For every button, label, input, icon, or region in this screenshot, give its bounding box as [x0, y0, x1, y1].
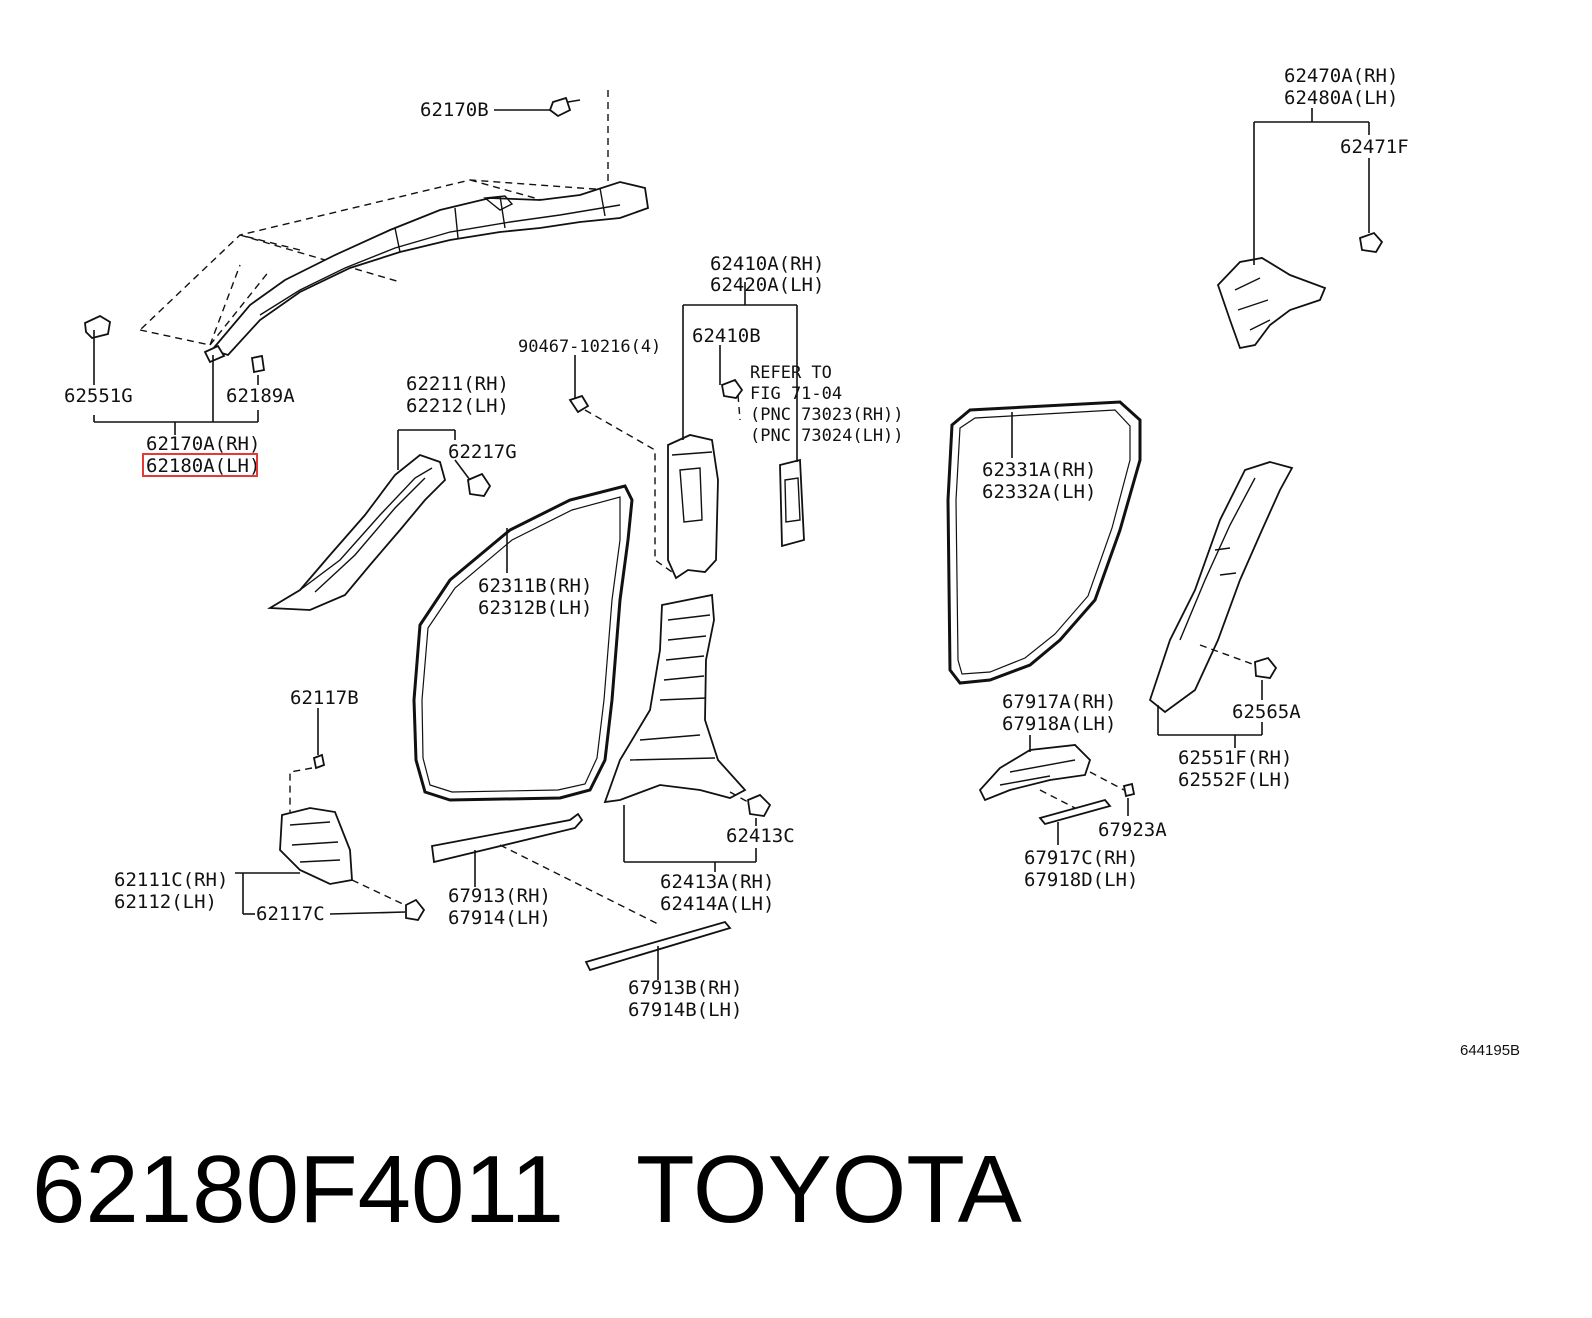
a-pillar-leaders: [93, 109, 550, 435]
label-67917c: 67917C(RH): [1024, 847, 1138, 869]
label-62180a: 62180A(LH): [146, 455, 260, 477]
front-scuff-plate-leaders: [474, 850, 659, 980]
label-62312b: 62312B(LH): [478, 597, 592, 619]
label-62410a: 62410A(RH): [710, 253, 824, 275]
refer-line-4: (PNC 73024(LH)): [750, 426, 904, 446]
quarter-trim-lower-leaders: [1157, 680, 1263, 748]
b-pillar-upper-drawing: [568, 378, 805, 580]
label-90467: 90467-10216(4): [518, 337, 661, 357]
label-62112: 62112(LH): [114, 891, 217, 913]
label-62471f: 62471F: [1340, 136, 1409, 158]
rear-door-weatherstrip-drawing: [946, 400, 1142, 685]
label-62117c: 62117C: [256, 903, 325, 925]
b-pillar-lower-drawing: [603, 593, 772, 817]
pillar-garnish-62211-leaders: [397, 429, 471, 481]
label-62551f: 62551F(RH): [1178, 747, 1292, 769]
label-62189a: 62189A: [226, 385, 295, 407]
label-62565a: 62565A: [1232, 701, 1301, 723]
front-kick-panel-leaders: [235, 708, 406, 915]
label-67918d: 67918D(LH): [1024, 869, 1138, 891]
part-number: 62180F4011: [32, 1136, 564, 1243]
label-62211: 62211(RH): [406, 373, 509, 395]
label-62480a: 62480A(LH): [1284, 87, 1398, 109]
label-62413c: 62413C: [726, 825, 795, 847]
b-pillar-upper-leaders: [574, 282, 798, 462]
label-62170a: 62170A(RH): [146, 433, 260, 455]
label-62410b: 62410B: [692, 325, 761, 347]
figure-code: 644195B: [1460, 1042, 1520, 1059]
label-62117b: 62117B: [290, 687, 359, 709]
label-62111c: 62111C(RH): [114, 869, 228, 891]
label-62332a: 62332A(LH): [982, 481, 1096, 503]
label-67914b: 67914B(LH): [628, 999, 742, 1021]
label-62551g: 62551G: [64, 385, 133, 407]
label-62170b: 62170B: [420, 99, 489, 121]
b-pillar-lower-leaders: [623, 805, 757, 872]
front-kick-panel-drawing: [279, 753, 426, 921]
quarter-trim-lower-drawing: [1148, 461, 1294, 714]
label-62413a: 62413A(RH): [660, 871, 774, 893]
rear-scuff-plate-leaders: [1029, 735, 1129, 845]
quarter-trim-upper-drawing: [1216, 231, 1384, 350]
label-67913b: 67913B(RH): [628, 977, 742, 999]
label-67923a: 67923A: [1098, 819, 1167, 841]
label-67918a: 67918A(LH): [1002, 713, 1116, 735]
label-67913: 67913(RH): [448, 885, 551, 907]
refer-line-2: FIG 71-04: [750, 384, 842, 404]
rear-scuff-plate-drawing: [978, 744, 1136, 826]
label-62414a: 62414A(LH): [660, 893, 774, 915]
label-62470a: 62470A(RH): [1284, 65, 1398, 87]
brand-name: TOYOTA: [636, 1136, 1022, 1243]
label-62552f: 62552F(LH): [1178, 769, 1292, 791]
label-67914: 67914(LH): [448, 907, 551, 929]
label-67917a: 67917A(RH): [1002, 691, 1116, 713]
highlight-box: [142, 453, 258, 477]
label-62212: 62212(LH): [406, 395, 509, 417]
refer-line-3: (PNC 73023(RH)): [750, 405, 904, 425]
label-62311b: 62311B(RH): [478, 575, 592, 597]
label-62420a: 62420A(LH): [710, 274, 824, 296]
quarter-trim-upper-leaders: [1253, 108, 1370, 265]
a-pillar-garnish-drawing: [84, 90, 649, 374]
refer-line-1: REFER TO: [750, 363, 832, 383]
label-62217g: 62217G: [448, 441, 517, 463]
label-62331a: 62331A(RH): [982, 459, 1096, 481]
pillar-garnish-62211-drawing: [266, 453, 492, 611]
front-door-weatherstrip-drawing: [412, 484, 634, 802]
